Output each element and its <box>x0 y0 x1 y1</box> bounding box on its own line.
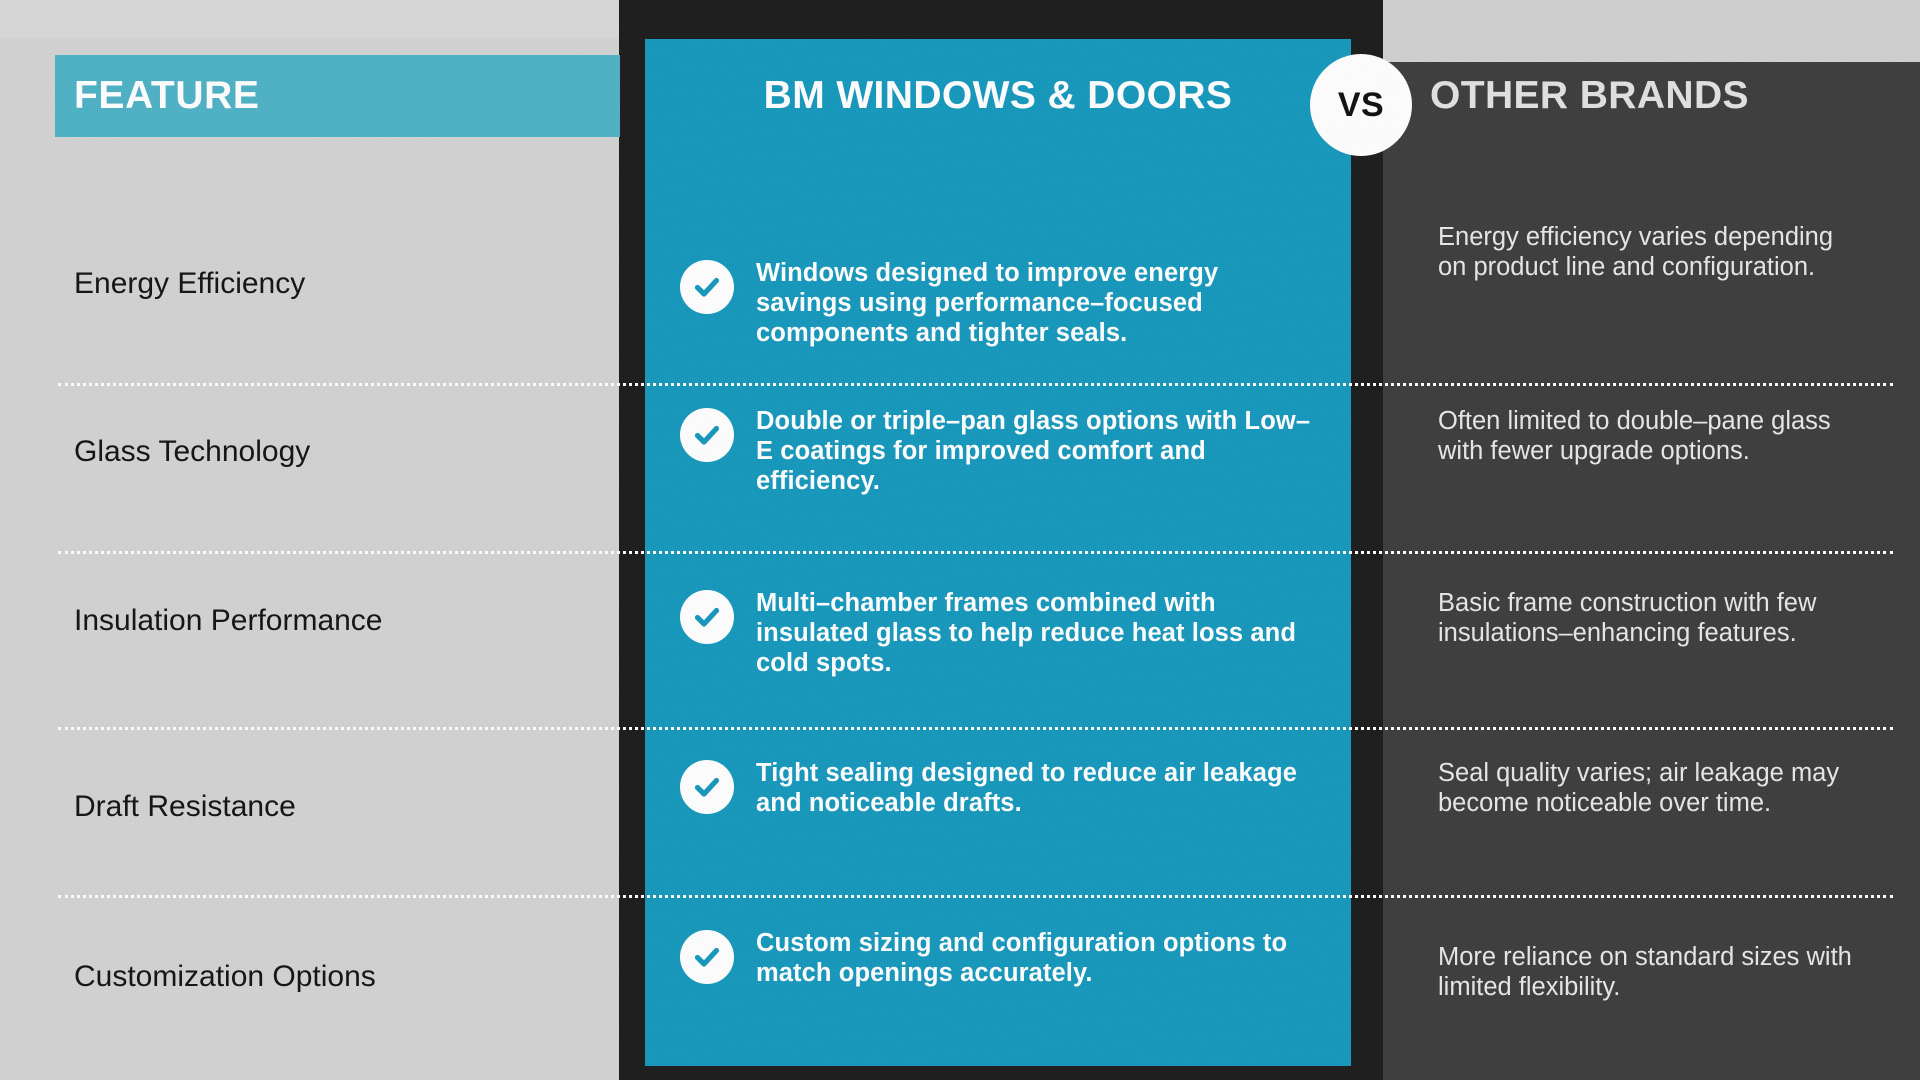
other-cell-text: Basic frame construction with few insula… <box>1438 589 1817 647</box>
brand-cell: Windows designed to improve energy savin… <box>680 258 1320 348</box>
brand-cell: Double or triple–pan glass options with … <box>680 406 1320 496</box>
other-cell-text: Often limited to double–pane glass with … <box>1438 407 1831 465</box>
brand-cell: Multi–chamber frames combined with insul… <box>680 588 1320 678</box>
other-column-panel <box>1383 62 1920 1080</box>
brand-cell-text: Custom sizing and configuration options … <box>756 929 1288 987</box>
feature-label: Glass Technology <box>74 435 311 468</box>
feature-label: Customization Options <box>74 960 376 993</box>
brand-cell-text: Tight sealing designed to reduce air lea… <box>756 759 1298 817</box>
feature-label: Draft Resistance <box>74 790 296 823</box>
feature-column-top-strip <box>0 0 620 38</box>
other-column-top-strip <box>1383 0 1920 62</box>
row-divider <box>58 383 1893 386</box>
check-circle-icon <box>680 260 734 314</box>
vs-badge-label: VS <box>1337 86 1385 124</box>
row-divider <box>58 727 1893 730</box>
vs-badge: VS <box>1310 54 1412 156</box>
brand-cell: Tight sealing designed to reduce air lea… <box>680 758 1320 818</box>
brand-cell-text: Double or triple–pan glass options with … <box>756 407 1311 495</box>
check-circle-icon <box>680 930 734 984</box>
row-divider <box>58 551 1893 554</box>
brand-cell-text: Multi–chamber frames combined with insul… <box>756 589 1297 677</box>
other-cell-text: More reliance on standard sizes with lim… <box>1438 943 1852 1001</box>
feature-column-header: FEATURE <box>74 74 260 117</box>
feature-label: Energy Efficiency <box>74 267 306 300</box>
feature-column-background <box>0 0 620 1080</box>
other-cell-text: Energy efficiency varies depending on pr… <box>1438 223 1834 281</box>
check-circle-icon <box>680 590 734 644</box>
brand-cell-text: Windows designed to improve energy savin… <box>756 259 1219 347</box>
feature-label: Insulation Performance <box>74 604 383 637</box>
row-divider <box>58 895 1893 898</box>
brand-cell: Custom sizing and configuration options … <box>680 928 1320 988</box>
other-column-header: OTHER BRANDS <box>1430 74 1749 117</box>
check-circle-icon <box>680 408 734 462</box>
other-cell-text: Seal quality varies; air leakage may bec… <box>1438 759 1840 817</box>
brand-column-header: BM WINDOWS & DOORS <box>763 74 1233 117</box>
feature-header-bar <box>55 55 620 137</box>
check-circle-icon <box>680 760 734 814</box>
